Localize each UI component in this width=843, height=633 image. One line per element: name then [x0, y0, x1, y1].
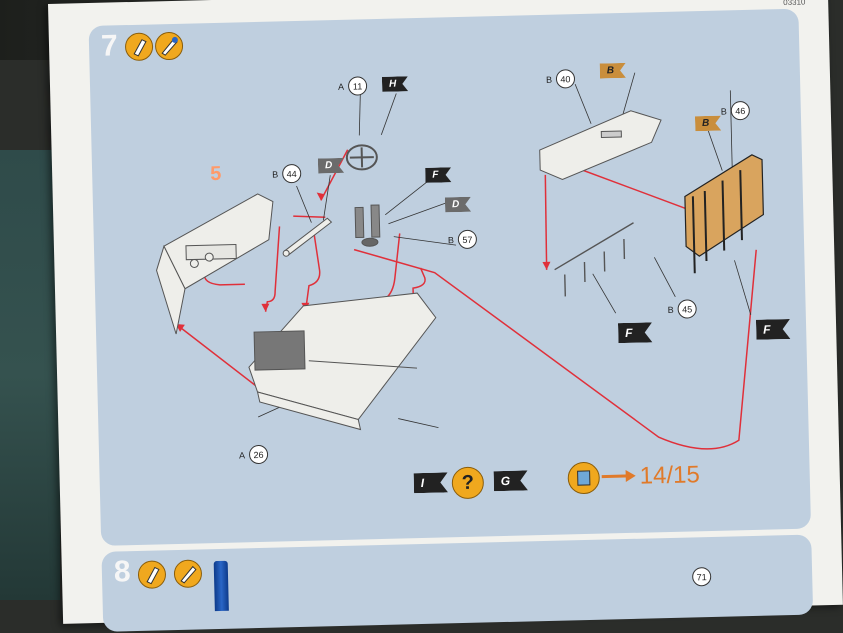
clear-paint-bottle-icon: [214, 561, 229, 611]
assembly-drawing: [89, 9, 811, 546]
decal-sheet-icon: [567, 462, 600, 495]
background-table: [0, 150, 60, 600]
part-46-prefix: B: [721, 106, 727, 116]
document-code: 03310: [783, 0, 805, 7]
goto-pages-label: 14/15: [639, 461, 700, 490]
instruction-sheet: 03310 7 5: [48, 0, 843, 624]
part-57-prefix: B: [448, 235, 454, 245]
step-7-panel: 7 5: [89, 9, 811, 546]
part-11-prefix: A: [338, 82, 344, 92]
part-71-callout: 71: [692, 567, 711, 586]
paint-brush-icon: [174, 559, 203, 588]
part-40-prefix: B: [546, 75, 552, 85]
part-45-prefix: B: [668, 305, 674, 315]
step-number: 8: [113, 555, 131, 589]
part-44-prefix: B: [272, 169, 278, 179]
step-8-panel: 8 71: [101, 535, 813, 632]
glue-icon: [138, 560, 167, 589]
part-26-prefix: A: [239, 450, 245, 460]
